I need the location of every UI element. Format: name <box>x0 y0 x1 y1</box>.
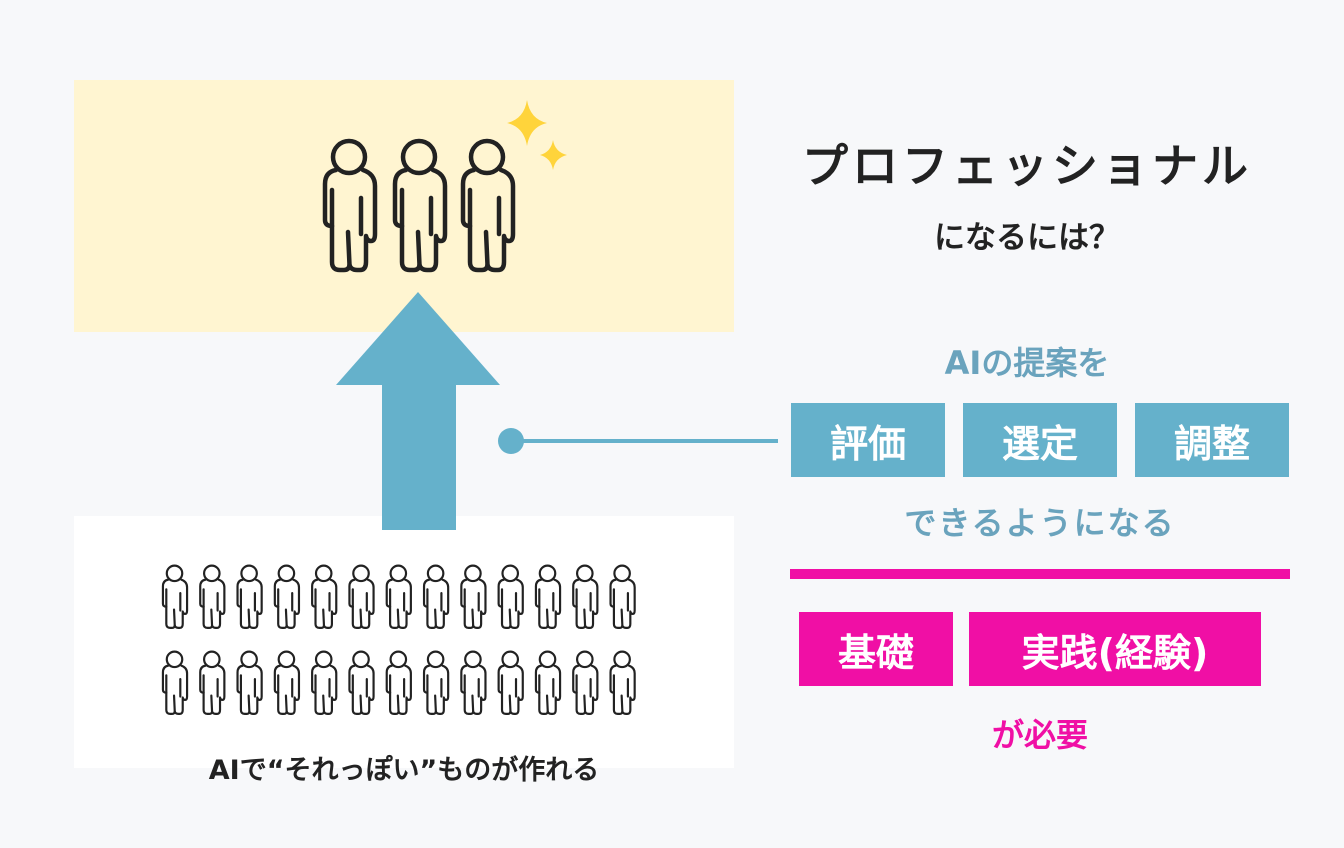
person-icon <box>348 564 375 630</box>
person-icon <box>395 141 445 270</box>
skill-tag-adjust: 調整 <box>1135 403 1289 477</box>
person-icon <box>534 564 562 630</box>
professional-people <box>325 141 513 270</box>
lead-text: AIの提案を <box>944 344 1110 382</box>
person-icon <box>572 650 599 716</box>
person-icon <box>609 650 636 716</box>
person-icon <box>199 650 226 716</box>
skill-tag-select: 選定 <box>963 403 1117 477</box>
divider-line <box>790 569 1290 579</box>
person-icon <box>609 564 636 630</box>
person-icon <box>236 564 263 630</box>
person-icon <box>273 650 301 716</box>
person-icon <box>460 564 487 630</box>
person-icon <box>273 564 301 630</box>
person-icon <box>310 564 338 630</box>
person-icon <box>161 564 189 630</box>
person-icon <box>348 650 375 716</box>
requirement-tag-basics: 基礎 <box>799 612 953 686</box>
person-icon <box>236 650 263 716</box>
title: プロフェッショナル <box>802 139 1252 193</box>
person-icon <box>422 564 450 630</box>
subtitle: になるには？ <box>934 220 1120 256</box>
bottom-caption: AIで“それっぽい”ものが作れる <box>208 755 600 786</box>
person-icon <box>460 650 487 716</box>
person-icon <box>161 650 189 716</box>
person-icon <box>497 650 524 716</box>
person-icon <box>310 650 338 716</box>
sparkle-icon <box>540 140 567 170</box>
skills-after-text: できるようになる <box>904 504 1176 542</box>
person-icon <box>534 650 562 716</box>
person-icon <box>385 650 413 716</box>
sparkle-icon <box>507 100 547 146</box>
connector-line <box>498 428 778 454</box>
person-icon <box>199 564 226 630</box>
person-icon <box>385 564 413 630</box>
requirement-tag-practice: 実践(経験) <box>969 612 1261 686</box>
person-icon <box>497 564 524 630</box>
person-icon <box>325 141 375 270</box>
up-arrow-icon <box>336 292 500 530</box>
person-icon <box>463 141 513 270</box>
requirements-after-text: が必要 <box>991 716 1088 754</box>
crowd-people <box>161 564 636 716</box>
person-icon <box>422 650 450 716</box>
crowd-panel <box>74 516 734 768</box>
skill-tag-evaluate: 評価 <box>791 403 945 477</box>
person-icon <box>572 564 599 630</box>
